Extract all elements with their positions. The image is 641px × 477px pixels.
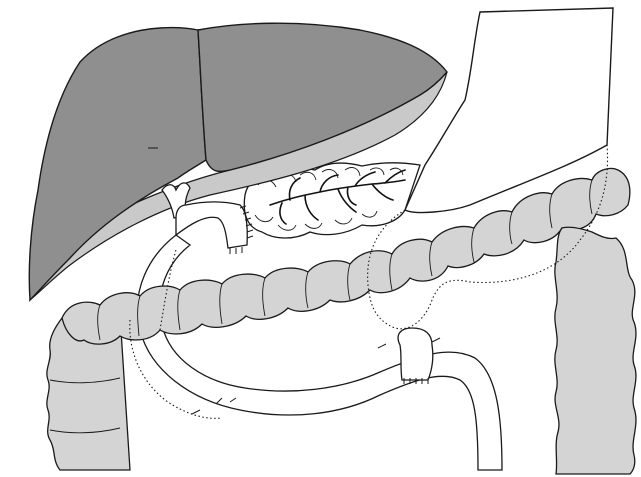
- hepaticojejunostomy-limb: [176, 202, 247, 248]
- descending-colon: [555, 227, 636, 474]
- gastrojejunostomy: [398, 328, 433, 380]
- liver-right-lobe: [29, 28, 206, 300]
